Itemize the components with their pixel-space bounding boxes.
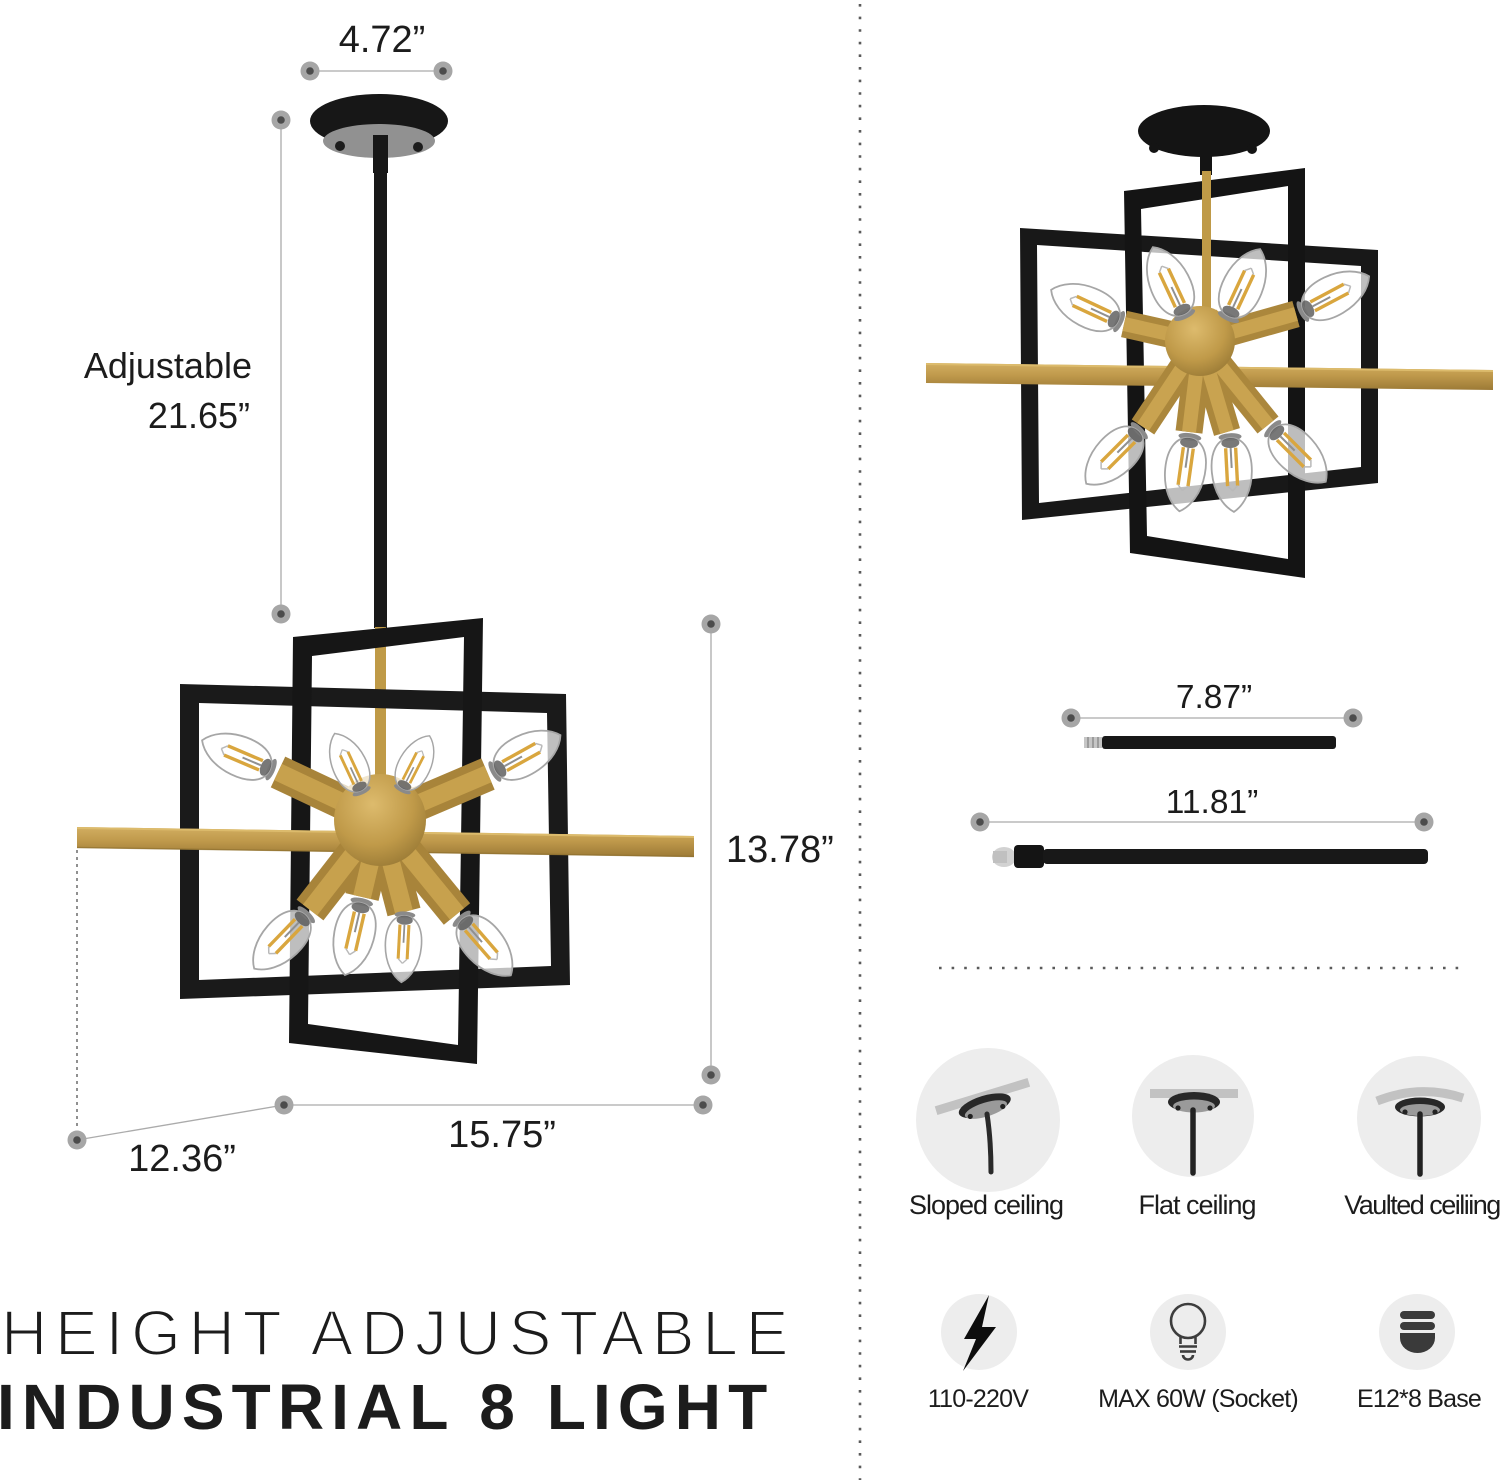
svg-text:4.72”: 4.72” bbox=[339, 19, 426, 61]
svg-text:Adjustable: Adjustable bbox=[84, 345, 252, 386]
svg-text:13.78”: 13.78” bbox=[726, 829, 834, 871]
svg-text:E12*8 Base: E12*8 Base bbox=[1357, 1385, 1481, 1413]
svg-text:11.81”: 11.81” bbox=[1166, 784, 1259, 821]
svg-text:Sloped ceiling: Sloped ceiling bbox=[909, 1190, 1063, 1220]
svg-text:21.65”: 21.65” bbox=[148, 395, 250, 436]
svg-text:INDUSTRIAL 8 LIGHT: INDUSTRIAL 8 LIGHT bbox=[0, 1371, 774, 1443]
svg-text:Flat ceiling: Flat ceiling bbox=[1138, 1190, 1255, 1220]
svg-text:HEIGHT ADJUSTABLE: HEIGHT ADJUSTABLE bbox=[1, 1297, 796, 1369]
svg-text:7.87”: 7.87” bbox=[1176, 679, 1252, 716]
svg-text:15.75”: 15.75” bbox=[448, 1114, 556, 1156]
svg-text:12.36”: 12.36” bbox=[128, 1138, 236, 1180]
svg-text:Vaulted ceiliing: Vaulted ceiliing bbox=[1344, 1190, 1500, 1220]
svg-text:MAX 60W (Socket): MAX 60W (Socket) bbox=[1098, 1385, 1298, 1413]
svg-text:110-220V: 110-220V bbox=[928, 1385, 1029, 1413]
